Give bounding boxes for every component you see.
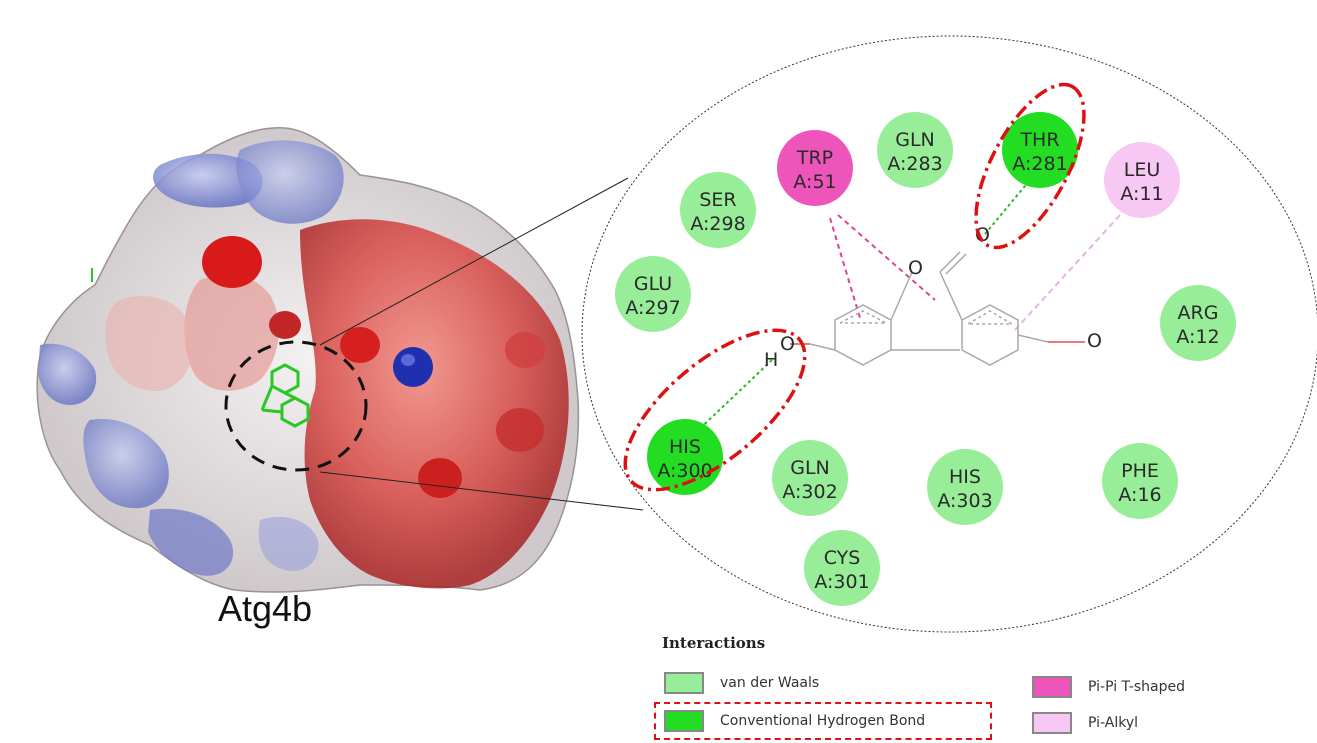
residue-circle-thr281 — [1002, 112, 1078, 188]
residue-number-gln302: A:302 — [782, 481, 837, 503]
residue-name-ser298: SER — [699, 189, 736, 211]
residue-name-gln302: GLN — [790, 457, 830, 479]
zoom-line-bottom — [319, 471, 644, 511]
residue-circle-gln283 — [877, 112, 953, 188]
residue-number-thr281: A:281 — [1012, 153, 1067, 175]
residue-number-phe16: A:16 — [1118, 484, 1161, 506]
legend-swatch-pi-pi-t-shaped — [1032, 676, 1072, 698]
residue-circle-arg12 — [1160, 285, 1236, 361]
residue-name-thr281: THR — [1019, 129, 1059, 151]
legend-swatch-van-der-waals — [664, 672, 704, 694]
residue-number-gln283: A:283 — [887, 153, 942, 175]
residue-number-cys301: A:301 — [814, 571, 869, 593]
residue-name-arg12: ARG — [1178, 302, 1219, 324]
residue-circle-glu297 — [615, 256, 691, 332]
residue-circle-cys301 — [804, 530, 880, 606]
legend-item-van-der-waals: van der Waals — [664, 672, 819, 694]
residue-circle-leu11 — [1104, 142, 1180, 218]
highlight-his300 — [623, 328, 807, 492]
protein-name-label: Atg4b — [218, 588, 313, 629]
residue-name-phe16: PHE — [1121, 460, 1159, 482]
residue-circle-gln302 — [772, 440, 848, 516]
residue-number-trp51: A:51 — [793, 171, 836, 193]
legend-item-hydrogen-bond: Conventional Hydrogen Bond — [664, 710, 925, 732]
residue-name-trp51: TRP — [796, 147, 833, 169]
residue-number-his300: A:300 — [657, 460, 712, 482]
legend-item-pi-pi-t-shaped: Pi-Pi T-shaped — [1032, 676, 1185, 698]
residue-name-leu11: LEU — [1124, 159, 1161, 181]
residue-number-his303: A:303 — [937, 490, 992, 512]
residue-number-arg12: A:12 — [1176, 326, 1219, 348]
zoom-line-top — [319, 177, 629, 346]
residue-name-his303: HIS — [949, 466, 981, 488]
residue-nodes: GLNA:283THRA:281TRPA:51LEUA:11SERA:298GL… — [615, 112, 1236, 606]
residue-name-gln283: GLN — [895, 129, 935, 151]
interaction-legend: Interactions van der Waals Conventional … — [654, 632, 1302, 742]
binding-pocket-marker — [224, 340, 368, 472]
ligand-oxygen-hydroxyl-left: O — [780, 333, 795, 355]
residue-name-his300: HIS — [669, 436, 701, 458]
residue-name-glu297: GLU — [634, 273, 672, 295]
residue-name-cys301: CYS — [824, 547, 861, 569]
residue-number-leu11: A:11 — [1120, 183, 1163, 205]
residue-circle-his303 — [927, 449, 1003, 525]
legend-title: Interactions — [662, 634, 766, 652]
pi-line-trp51-b — [837, 214, 936, 301]
legend-item-pi-alkyl: Pi-Alkyl — [1032, 712, 1138, 734]
legend-label-van-der-waals: van der Waals — [720, 675, 820, 691]
protein-surface — [36, 127, 580, 593]
residue-number-glu297: A:297 — [625, 297, 680, 319]
pi-alkyl-line-leu11 — [1014, 214, 1121, 331]
ligand-oxygen-ring: O — [908, 257, 923, 279]
residue-circle-his300 — [647, 419, 723, 495]
hydrogen-bond-highlight-box — [654, 702, 992, 740]
legend-label-hydrogen-bond: Conventional Hydrogen Bond — [720, 713, 926, 729]
ligand-2d-structure — [790, 251, 1085, 366]
residue-circle-trp51 — [777, 130, 853, 206]
legend-label-pi-pi-t-shaped: Pi-Pi T-shaped — [1088, 679, 1186, 695]
residue-number-ser298: A:298 — [690, 213, 745, 235]
legend-swatch-pi-alkyl — [1032, 712, 1072, 734]
residue-circle-ser298 — [680, 172, 756, 248]
legend-label-pi-alkyl: Pi-Alkyl — [1088, 715, 1139, 731]
interaction-lines — [689, 179, 1121, 439]
ligand-hydrogen: H — [764, 349, 778, 371]
highlight-thr281 — [974, 82, 1086, 250]
ligand-oxygen-hydroxyl-right: O — [1087, 330, 1102, 352]
legend-swatch-hydrogen-bond — [664, 710, 704, 732]
ligand-stick-model — [260, 363, 310, 428]
hbond-line-his300 — [689, 359, 773, 439]
residue-circle-phe16 — [1102, 443, 1178, 519]
